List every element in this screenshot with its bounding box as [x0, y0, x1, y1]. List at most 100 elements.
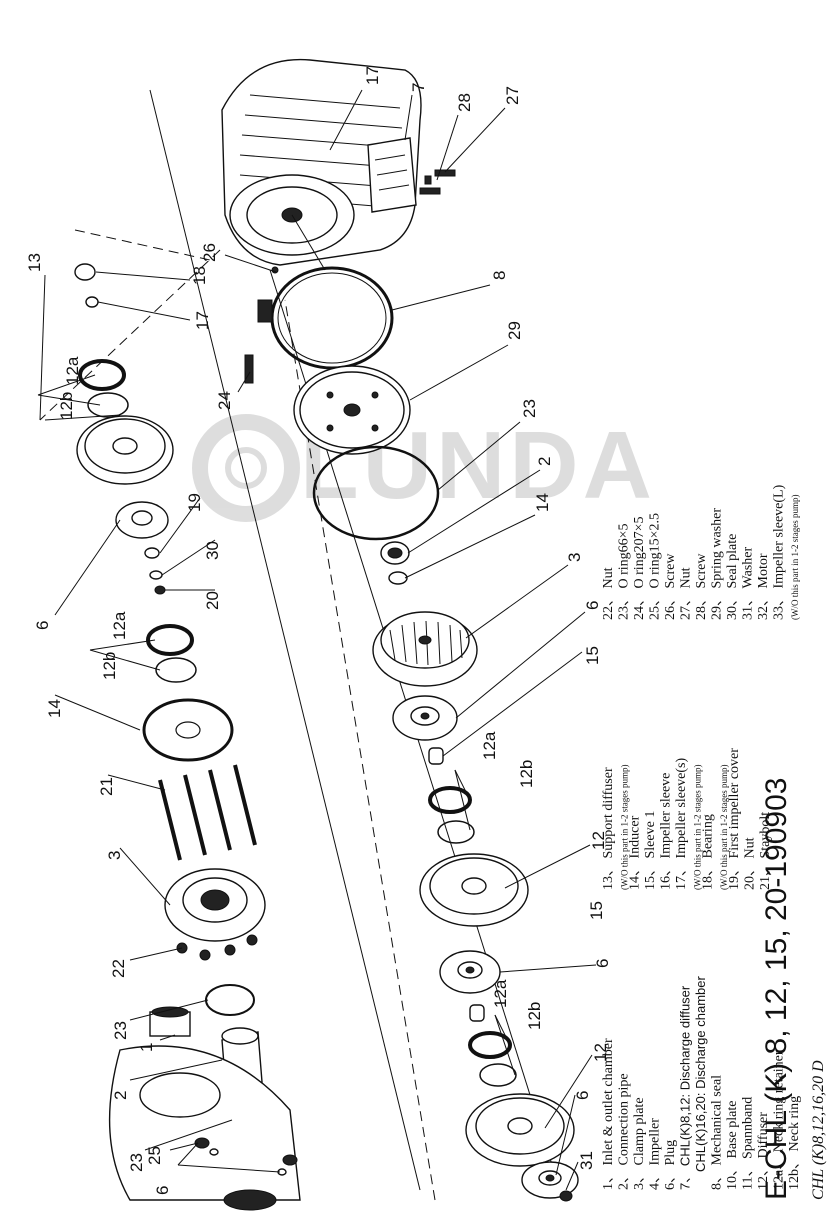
- legend-col3-entry: (W/O this part in 1-2 stages pump): [790, 495, 800, 620]
- callout-28: 27: [503, 86, 522, 105]
- callout-13: 13: [25, 253, 44, 272]
- callout-20: 20: [203, 591, 222, 610]
- legend-col2-entry: 17、 Impeller sleeve(s): [674, 757, 689, 890]
- legend-col1-entry: 12a、 Neck ring retainer: [772, 1050, 787, 1190]
- callout-3: 3: [105, 851, 124, 860]
- callout-4-c: 6: [573, 1091, 592, 1100]
- legend-col1-entry: 1、 Inlet & outlet chamber: [601, 1038, 616, 1190]
- legend-col1-entry: 2、 Connection pipe: [617, 1073, 632, 1190]
- legend-col1-entry: 12、 Diffuser: [756, 1112, 771, 1190]
- legend-col3-entry: 30、 Seal plate: [725, 534, 740, 620]
- o-ring-24: [312, 445, 440, 541]
- callout-11: 8: [490, 271, 509, 280]
- callout-12a-b: 12a: [491, 979, 510, 1008]
- callout-4-a: 6: [583, 601, 602, 610]
- callout-12-b: 12: [591, 1043, 610, 1062]
- impeller-sleeve-33: [559, 1190, 573, 1202]
- neck-ring-retainer-12a-mid: [428, 786, 472, 814]
- screws-28-29: [419, 169, 456, 195]
- impeller-sleeve-17: [85, 296, 99, 308]
- legend-col1-entry: 11、 Spannband: [741, 1097, 756, 1190]
- callout-12a-top: 12a: [63, 356, 82, 385]
- legend-col3-entry: 22、 Nut: [601, 567, 616, 620]
- callout-32: 17: [363, 66, 382, 85]
- legend-col1-entry: 7、 CHL(K)8,12: Discharge diffuser: [678, 985, 693, 1190]
- neck-ring-retainer-12a-left: [146, 624, 194, 656]
- callout-12a-left: 12a: [110, 611, 129, 640]
- inlet-outlet-chamber-1: [108, 1006, 301, 1211]
- neck-ring-12b-top: [87, 392, 129, 418]
- plugs-6: [194, 1137, 298, 1176]
- legend-col1-entry: 12b、 Neck ring: [787, 1096, 802, 1190]
- spannband: [257, 266, 394, 370]
- callout-1: 1: [137, 1043, 156, 1052]
- callout-30: 29: [505, 321, 524, 340]
- callout-29: 28: [455, 93, 474, 112]
- legend-col2-entry: 13、 Support diffuser: [601, 767, 616, 890]
- legend-col3-entry: 27、 Nut: [679, 567, 694, 620]
- legend-col2-entry: 21、 Staybolt: [758, 812, 773, 890]
- impeller-sleeve-16-bottom: [469, 1004, 485, 1022]
- legend-col1-entry: 4、 Impeller: [648, 1118, 663, 1190]
- legend-col3-entry: 26、 Screw: [663, 553, 678, 620]
- callout-26: 24: [215, 391, 234, 410]
- impeller-top-left: [115, 501, 169, 539]
- motor: [221, 58, 422, 271]
- legend-col2-entry: (W/O this part in 1-2 stages pump): [693, 765, 703, 890]
- legend-col3-entry: 32、 Motor: [756, 553, 771, 620]
- bearing-18: [74, 263, 96, 281]
- callout-15: 14: [533, 493, 552, 512]
- seal-plate: [293, 365, 411, 455]
- leader-lines: [37, 89, 597, 1191]
- diffuser-12-mid: [419, 853, 529, 927]
- callout-23-bottom: 23: [127, 1153, 146, 1172]
- legend-col1-entry: 3、 Clamp plate: [632, 1097, 647, 1190]
- callout-8: 2: [535, 457, 554, 466]
- callout-18: 18: [190, 266, 209, 285]
- watermark: LUNDA: [192, 412, 652, 522]
- callout-16-b: 15: [587, 901, 606, 920]
- callout-2: 2: [111, 1091, 130, 1100]
- legend-col3-entry: 24、 O ring207×5: [632, 516, 647, 620]
- callout-33: 31: [577, 1151, 596, 1170]
- callout-12b-left: 12b: [100, 652, 119, 680]
- legend-col2-entry: (W/O this part in 1-2 stages pump): [719, 765, 729, 890]
- discharge-diffuser: [372, 611, 478, 687]
- legend-col3-entry: 29、 Spring washer: [710, 508, 725, 620]
- legend-col1-entry: CHL(K)16,20: Discharge chamber: [693, 976, 708, 1172]
- staybolts-21: [158, 764, 257, 861]
- legend-col2-entry: (W/O this part in 1-2 stages pump): [620, 765, 630, 890]
- neck-ring-retainer-12a-bottom: [468, 1031, 512, 1059]
- callout-17: 17: [193, 311, 212, 330]
- callout-24: 23: [520, 399, 539, 418]
- callout-12a-a: 12a: [480, 731, 499, 760]
- callouts: 17 7 28 27 8 29 23 2 14 3 6 15 12a 12b 1…: [25, 66, 612, 1195]
- legend-col2-entry: 19、 First impeller cover: [727, 748, 742, 890]
- legend-col3-entry: 33、 Impeller sleeve(L): [772, 484, 787, 620]
- legend-col2-entry: 16、 Impeller sleeve: [659, 773, 674, 890]
- impeller-bottom: [521, 1161, 579, 1199]
- legend-col3-entry: 23、 O ring66×5: [617, 523, 632, 620]
- callout-4-b: 6: [593, 959, 612, 968]
- legend-col3-entry: 28、 Screw: [694, 553, 709, 620]
- callout-12-a: 12: [589, 831, 608, 850]
- diffuser-12-bottom: [465, 1093, 575, 1167]
- callout-10: 7: [409, 83, 428, 92]
- diagram-subtitle: CHL (K)8,12,16,20 D: [810, 1060, 827, 1200]
- legend-col1-entry: 10、 Base plate: [725, 1101, 740, 1190]
- legend-col3-entry: 31、 Washer: [741, 547, 756, 620]
- support-diffuser-13: [76, 415, 174, 485]
- legend-col2-entry: 20、 Nut: [743, 837, 758, 890]
- callout-21: 21: [97, 777, 116, 796]
- callout-31: 30: [203, 541, 222, 560]
- clamp-plate-3: [164, 868, 266, 942]
- legend-col1-entry: 6、 Plug: [663, 1140, 678, 1190]
- legend-col2-entry: 15、 Sleeve 1: [643, 811, 658, 890]
- legend-col1-entry: 8、 Mechanical seal: [710, 1075, 725, 1190]
- callout-4-top: 6: [33, 621, 52, 630]
- callout-12b-top: 12b: [57, 392, 76, 420]
- callout-16-a: 15: [583, 646, 602, 665]
- callout-19: 19: [185, 493, 204, 512]
- o-ring-23-top: [205, 984, 255, 1016]
